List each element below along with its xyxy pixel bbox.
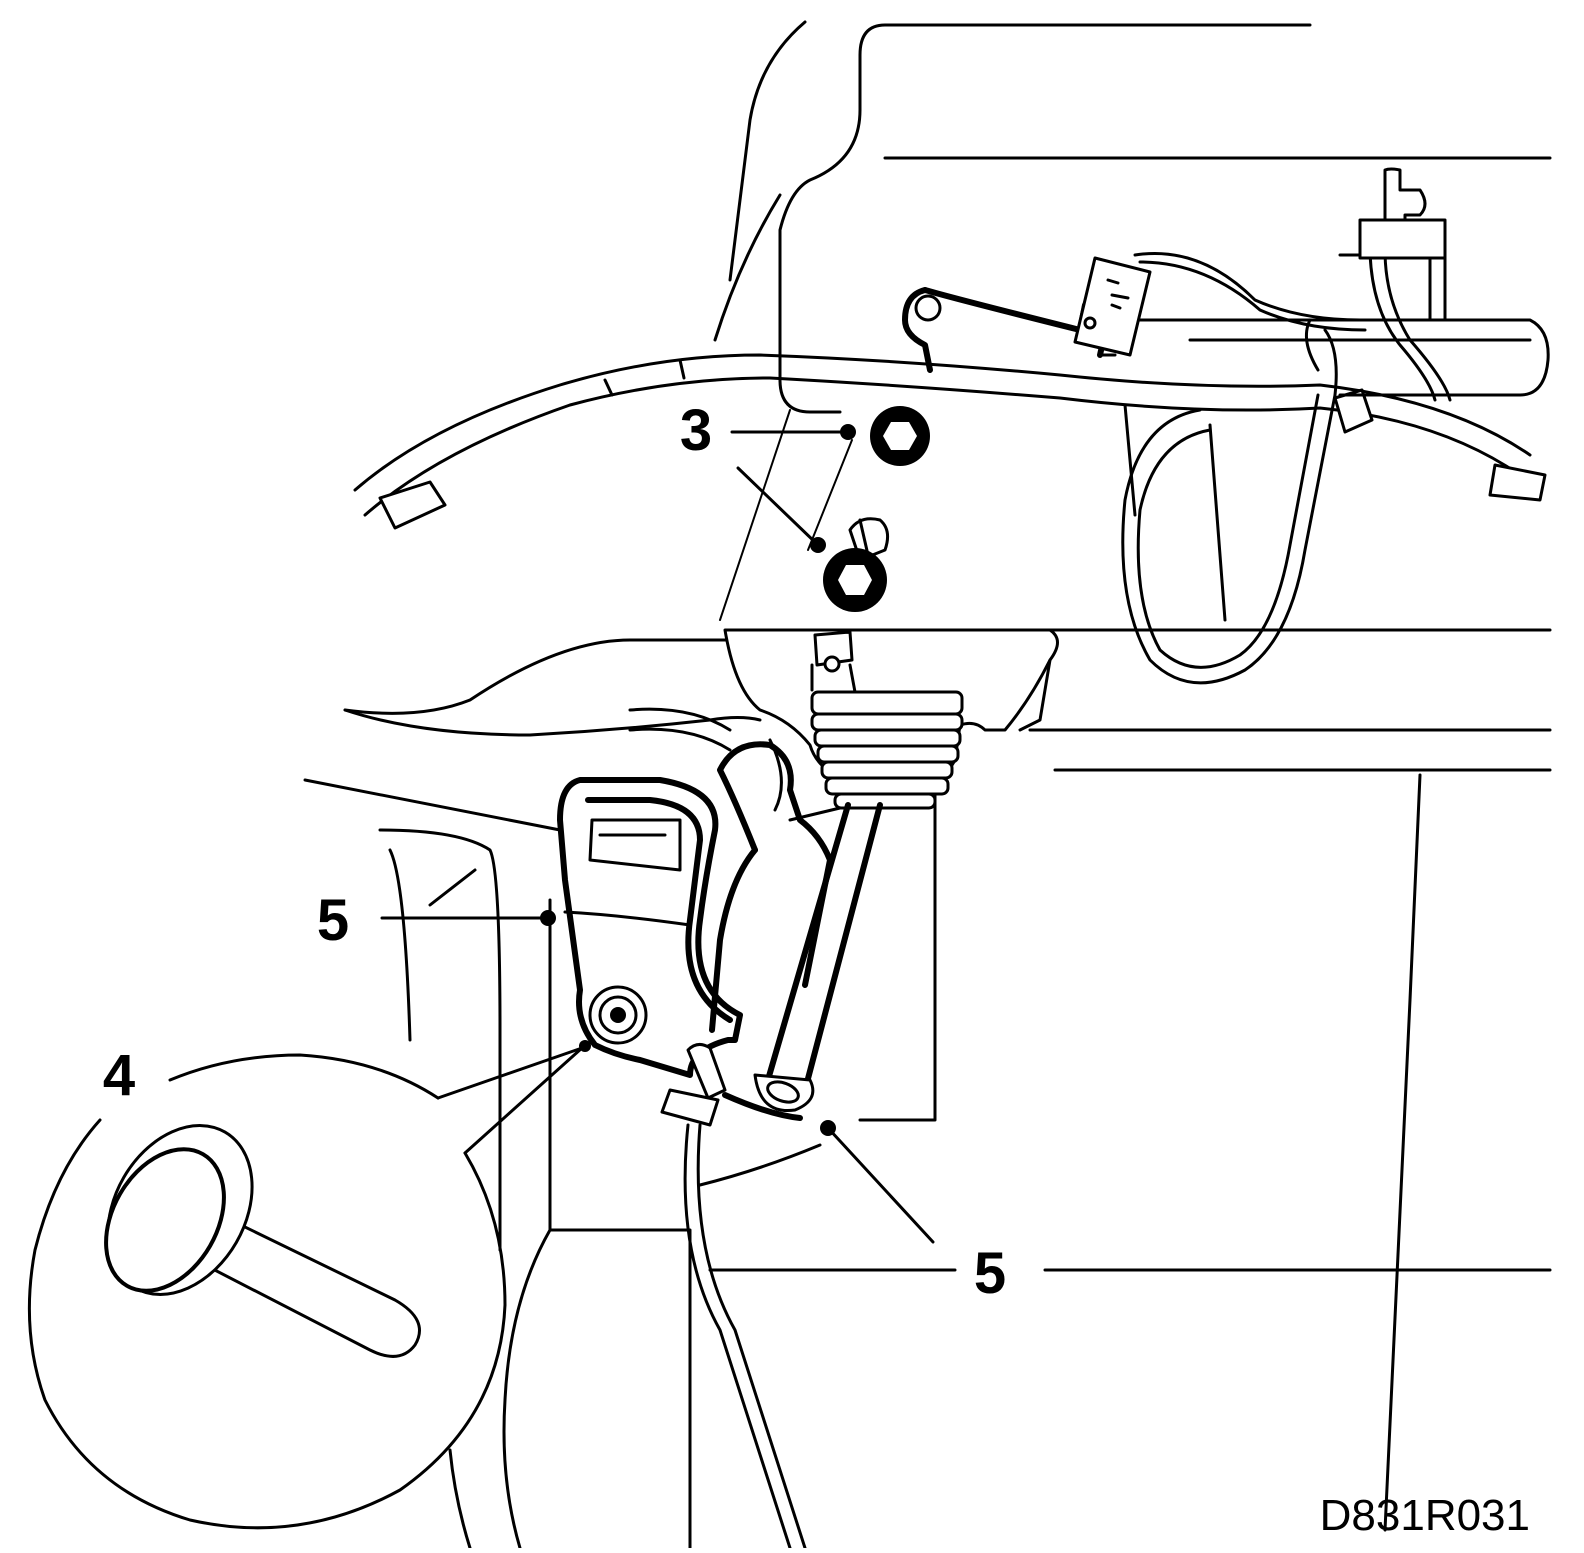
bolts [823, 406, 930, 612]
leader-lines [380, 424, 935, 1244]
callout-label-5-right: 5 [974, 1241, 1006, 1306]
rivet-icon [104, 1124, 421, 1358]
nut-upper [870, 406, 930, 466]
lock-actuator [902, 256, 1152, 373]
door-panel-lines [303, 20, 1552, 1550]
figure-id: D831R031 [1320, 1491, 1530, 1540]
callout-label-4: 4 [103, 1043, 135, 1108]
wiring-harness [353, 167, 1550, 685]
callout-label-5-left: 5 [317, 888, 349, 953]
nut-lower [823, 517, 890, 612]
callout-labels: 3 5 4 5 [103, 398, 1006, 1306]
callout-label-3: 3 [680, 398, 712, 463]
latch-assembly [557, 628, 1059, 1550]
rivet-detail-inset [27, 1053, 507, 1530]
